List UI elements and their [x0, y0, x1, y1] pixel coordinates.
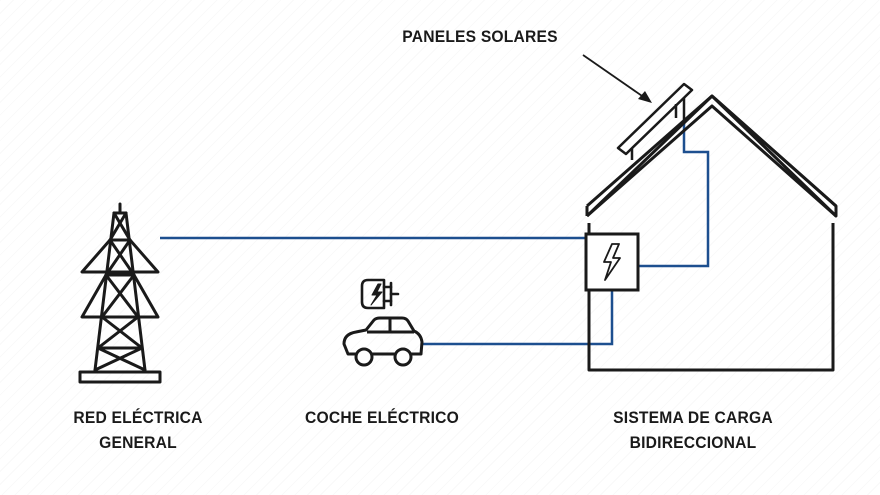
solar-panel-icon: [616, 82, 694, 160]
solar-label-arrow: [582, 54, 652, 103]
ev-plug-icon: [360, 278, 400, 310]
grid-label-line1: RED ELÉCTRICA: [73, 408, 203, 427]
car-connection-line: [423, 290, 614, 346]
system-label-line2: BIDIRECCIONAL: [629, 433, 757, 452]
system-label-line1: SISTEMA DE CARGA: [613, 408, 773, 427]
inverter-box: [584, 232, 640, 292]
grid-label: RED ELÉCTRICA GENERAL: [46, 405, 230, 455]
car-icon: [342, 316, 424, 367]
car-label: COCHE ELÉCTRICO: [281, 405, 483, 430]
solar-panels-label: PANELES SOLARES: [379, 24, 581, 49]
power-tower-icon: [78, 202, 162, 384]
system-label: SISTEMA DE CARGA BIDIRECCIONAL: [587, 405, 799, 455]
car-label-text: COCHE ELÉCTRICO: [305, 408, 459, 427]
house-icon: [585, 94, 838, 372]
solar-connection-line: [638, 124, 710, 268]
solar-panels-label-text: PANELES SOLARES: [402, 27, 558, 46]
lightning-icon: [603, 243, 621, 281]
grid-label-line2: GENERAL: [99, 433, 177, 452]
connection-lines: [160, 124, 710, 346]
